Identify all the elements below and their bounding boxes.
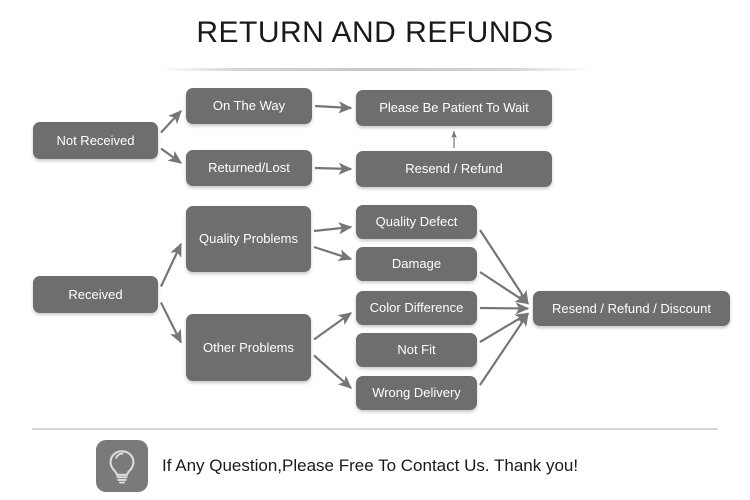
arrow-damage-to-final: [479, 271, 530, 305]
lightbulb-icon: [96, 440, 148, 492]
flow-node-other-problems[interactable]: Other Problems: [186, 314, 311, 381]
flow-node-quality-defect[interactable]: Quality Defect: [356, 205, 477, 239]
flow-node-label: Quality Problems: [199, 231, 298, 247]
footer-text: If Any Question,Please Free To Contact U…: [162, 456, 579, 475]
arrow-received-to-other-problems: [160, 302, 182, 344]
flow-node-resend-refund[interactable]: Resend / Refund: [356, 151, 552, 187]
flow-node-color-difference[interactable]: Color Difference: [356, 291, 477, 325]
flow-node-label: Other Problems: [202, 339, 295, 355]
flow-node-label: Resend / Refund: [405, 161, 503, 177]
flow-node-label: Damage: [391, 256, 442, 272]
arrow-quality-defect-to-final: [479, 229, 529, 305]
arrow-other-problems-to-wrong-delivery: [313, 354, 352, 389]
flow-node-label: Not Fit: [397, 342, 436, 358]
flow-node-label: Not Received: [56, 132, 135, 148]
flow-node-label: Color Difference: [369, 300, 464, 316]
flow-node-received[interactable]: Received: [33, 276, 158, 313]
flow-node-returned-lost[interactable]: Returned/Lost: [186, 150, 312, 186]
page-title: RETURN AND REFUNDS: [196, 16, 554, 49]
arrow-returned-lost-to-resend-refund: [314, 162, 353, 175]
flow-node-label: Returned/Lost: [208, 160, 290, 176]
arrow-on-the-way-to-please-be-patient: [314, 101, 353, 114]
arrow-received-to-quality-problems: [160, 242, 182, 287]
flow-node-please-be-patient[interactable]: Please Be Patient To Wait: [356, 90, 552, 126]
flow-node-quality-problems[interactable]: Quality Problems: [186, 206, 311, 272]
title-divider: [160, 68, 590, 71]
flow-node-label: Resend / Refund / Discount: [552, 300, 711, 316]
flow-node-label: Please Be Patient To Wait: [379, 100, 529, 116]
flow-node-resend-refund-discount[interactable]: Resend / Refund / Discount: [533, 291, 730, 326]
arrow-not-received-to-on-the-way: [160, 110, 182, 134]
arrow-wrong-delivery-to-final: [479, 312, 529, 386]
flow-node-label: Received: [68, 286, 123, 302]
flow-node-label: Wrong Delivery: [372, 385, 461, 401]
lightbulb-glyph: [109, 450, 135, 484]
flow-node-not-fit[interactable]: Not Fit: [356, 333, 477, 367]
flow-node-wrong-delivery[interactable]: Wrong Delivery: [356, 376, 477, 410]
footer: If Any Question,Please Free To Contact U…: [96, 440, 578, 492]
flow-node-damage[interactable]: Damage: [356, 247, 477, 281]
footer-divider: [32, 428, 718, 430]
arrow-color-difference-to-final: [479, 302, 530, 315]
flow-node-not-received[interactable]: Not Received: [33, 122, 158, 159]
arrow-not-fit-to-final: [479, 312, 530, 343]
arrow-quality-problems-to-quality-defect: [313, 222, 353, 235]
flow-node-label: On The Way: [212, 98, 286, 114]
flow-node-label: Quality Defect: [375, 214, 458, 230]
arrow-quality-problems-to-damage: [313, 245, 353, 261]
flow-node-on-the-way[interactable]: On The Way: [186, 88, 312, 124]
arrow-other-problems-to-color-difference: [313, 312, 353, 341]
arrow-not-received-to-returned-lost: [160, 147, 183, 164]
